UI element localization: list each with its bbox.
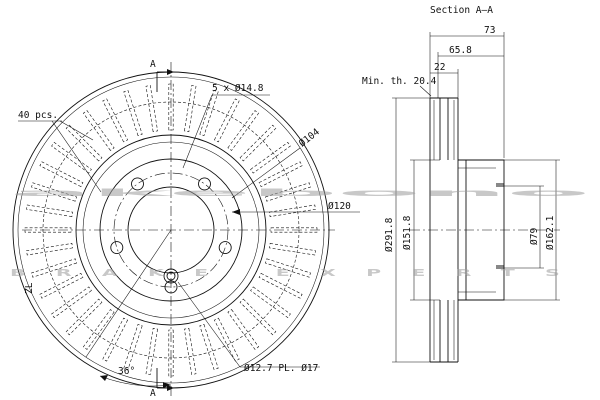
- vent-slot: [227, 309, 260, 350]
- vent-group: [24, 83, 318, 377]
- bolt-hole: [218, 241, 232, 255]
- pcd-leader: [231, 147, 301, 199]
- vent-slot: [250, 286, 291, 319]
- section-bore-notches: [496, 183, 504, 269]
- vent-slot: [24, 227, 72, 233]
- vent-slot: [123, 90, 143, 136]
- locator-leader: [177, 281, 241, 368]
- vent-count-leader-b: [59, 120, 94, 141]
- section-marker-bottom-label: A: [150, 388, 156, 399]
- section-title: Section A–A: [430, 5, 493, 16]
- vent-slot: [227, 110, 260, 151]
- vent-slot: [269, 243, 316, 256]
- locator-holes-label: Ø12.7 PL. Ø17: [244, 363, 318, 374]
- vent-count-leader-a: [51, 120, 102, 193]
- bolt-holes-leader: [182, 94, 213, 169]
- pcd-label: Ø104: [297, 126, 322, 149]
- angle-arc: [99, 375, 172, 387]
- vent-slot: [269, 204, 316, 217]
- vent-slot: [184, 85, 197, 132]
- front-view: A A 40 pcs. 5 x Ø14.8 Ø104 Ø120 Ø12.7 PL…: [12, 59, 360, 399]
- vent-slot: [51, 286, 92, 319]
- edge-mark: ZL: [24, 282, 35, 294]
- vent-slot: [123, 324, 143, 370]
- vent-slot: [39, 161, 84, 188]
- vent-slot: [145, 85, 158, 132]
- watermark: akebono BRAKE EXPERTS: [10, 188, 596, 279]
- dim-inner-label: Ø151.8: [402, 215, 413, 250]
- vent-slot: [82, 110, 115, 151]
- bolt-hole: [110, 241, 124, 255]
- angle-arrow-right: [163, 382, 171, 388]
- vent-slot: [65, 124, 103, 162]
- dim-bore-label: Ø79: [529, 228, 540, 245]
- vent-slot: [51, 141, 92, 174]
- vent-slot: [184, 328, 197, 375]
- dim-65-label: 65.8: [449, 45, 472, 56]
- vent-slot: [239, 298, 277, 336]
- vent-slot: [26, 204, 73, 217]
- vent-slot: [31, 182, 77, 202]
- vent-slot: [265, 258, 311, 278]
- bolt-hole: [198, 177, 211, 191]
- vent-slot: [26, 243, 73, 256]
- angle-ray: [85, 229, 172, 358]
- vent-slot: [82, 309, 115, 350]
- watermark-brand: akebono: [10, 188, 596, 199]
- angle-label: 36°: [118, 366, 135, 377]
- vent-slot: [265, 182, 311, 202]
- bolt-hole: [131, 177, 144, 191]
- vent-slot: [258, 272, 303, 299]
- vent-slot: [250, 141, 291, 174]
- angle-arrow-left: [100, 375, 108, 381]
- dim-outer-label: Ø291.8: [384, 217, 395, 252]
- vent-count-label: 40 pcs.: [18, 110, 58, 121]
- dim-22-label: 22: [434, 62, 445, 73]
- vent-slot: [102, 98, 129, 143]
- vent-slot: [199, 90, 219, 136]
- vent-slot: [239, 124, 277, 162]
- vent-slot: [145, 328, 158, 375]
- dim-hat-label: Ø162.1: [545, 215, 556, 250]
- vent-slot: [102, 317, 129, 362]
- watermark-tagline: BRAKE EXPERTS: [10, 268, 590, 279]
- vent-slot: [199, 324, 219, 370]
- dim-73-label: 73: [484, 25, 495, 36]
- vent-slot: [65, 298, 103, 336]
- vent-slot: [213, 317, 240, 362]
- vent-slot: [39, 272, 84, 299]
- vent-slot: [213, 98, 240, 143]
- hub-leader-arrow: [232, 209, 240, 215]
- min-thickness-label: Min. th. 20.4: [362, 76, 437, 87]
- vent-slot: [258, 161, 303, 188]
- vent-slot: [270, 227, 318, 233]
- vent-slot: [31, 258, 77, 278]
- min-thickness-leader: [419, 85, 432, 97]
- section-marker-top-label: A: [150, 59, 156, 70]
- hub-label: Ø120: [328, 201, 351, 212]
- section-marker-top-arrow: [167, 69, 174, 75]
- vent-slot: [168, 329, 174, 377]
- section-marker-bottom-arrow: [167, 385, 174, 391]
- section-rib-lines: [433, 100, 496, 360]
- vent-slot: [168, 83, 174, 131]
- bolt-holes-label: 5 x Ø14.8: [212, 83, 264, 94]
- section-view: Section A–A 73 65.8 22 Min. th. 20.4 Ø29…: [362, 5, 560, 363]
